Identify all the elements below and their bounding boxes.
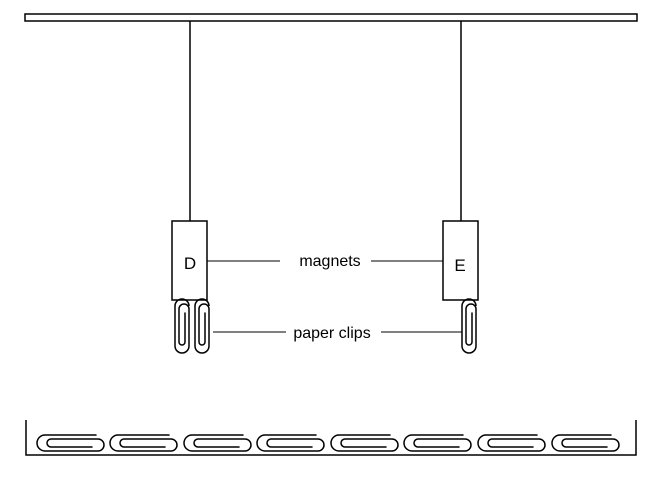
tray-clip bbox=[330, 434, 399, 452]
magnet-e: E bbox=[442, 220, 479, 301]
tray-clip bbox=[256, 434, 325, 452]
magnet-d-label: D bbox=[184, 254, 196, 273]
hanging-clip-e-1 bbox=[461, 298, 477, 354]
tray bbox=[25, 420, 637, 456]
paper-clips-label: paper clips bbox=[293, 325, 370, 342]
tray-clip bbox=[551, 434, 620, 452]
magnet-d: D bbox=[171, 220, 208, 301]
tray-clip bbox=[36, 434, 105, 452]
tray-clip bbox=[109, 434, 178, 452]
hanging-clip-d-1 bbox=[174, 298, 190, 354]
magnet-e-label: E bbox=[454, 256, 465, 275]
magnets-label: magnets bbox=[299, 253, 360, 270]
hanging-clip-d-2 bbox=[194, 298, 210, 354]
support-bar bbox=[24, 13, 638, 22]
tray-clip bbox=[183, 434, 252, 452]
tray-clip bbox=[477, 434, 546, 452]
tray-clips bbox=[36, 434, 620, 452]
tray-clip bbox=[403, 434, 472, 452]
